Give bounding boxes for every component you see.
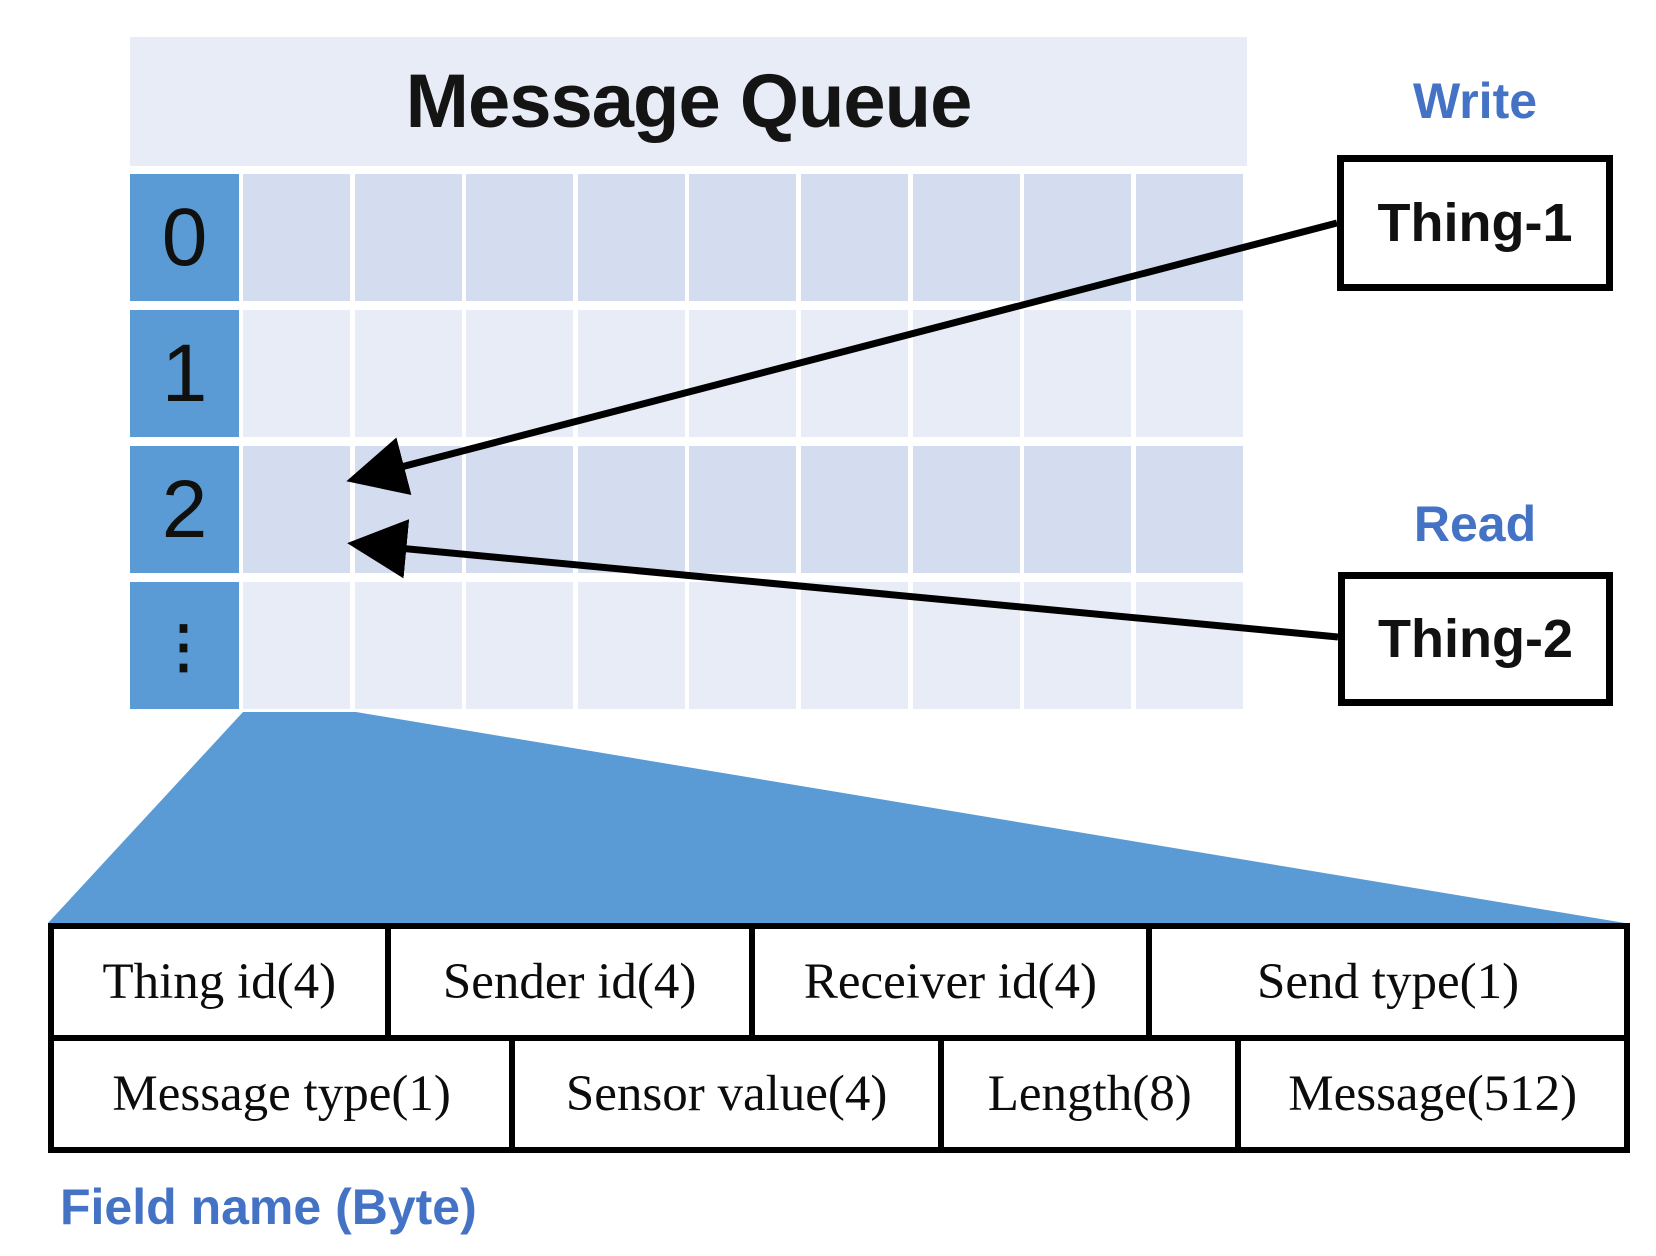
field-row-2: Message type(1)Sensor value(4)Length(8)M…: [54, 1041, 1625, 1147]
queue-cell: [243, 174, 350, 301]
thing2-box: Thing-2: [1338, 572, 1613, 706]
queue-cell: [1136, 310, 1243, 437]
write-label: Write: [1412, 73, 1538, 129]
queue-cell: [578, 310, 685, 437]
field-structure-table: Thing id(4)Sender id(4)Receiver id(4)Sen…: [48, 923, 1630, 1153]
field-caption: Field name (Byte): [60, 1179, 477, 1235]
queue-cell: [466, 582, 573, 709]
field-cell: Receiver id(4): [754, 929, 1147, 1035]
queue-cell: [466, 174, 573, 301]
queue-title-banner: Message Queue: [130, 37, 1247, 166]
field-cell: Send type(1): [1152, 929, 1624, 1035]
queue-cell: [689, 446, 796, 573]
queue-cell: [243, 310, 350, 437]
thing1-label: Thing-1: [1377, 193, 1573, 253]
queue-cell: [1136, 174, 1243, 301]
queue-row-index: 0: [130, 174, 239, 301]
queue-cell: [801, 446, 908, 573]
queue-cell: [355, 174, 462, 301]
queue-cell: [689, 174, 796, 301]
queue-cell: [355, 446, 462, 573]
queue-cell: [913, 582, 1020, 709]
queue-cell: [578, 174, 685, 301]
field-cell: Length(8): [944, 1041, 1236, 1147]
queue-cell: [1024, 582, 1131, 709]
queue-cell: [1024, 174, 1131, 301]
queue-cell: [1024, 446, 1131, 573]
read-label: Read: [1413, 496, 1537, 552]
queue-cell: [913, 446, 1020, 573]
field-cell: Message type(1): [54, 1041, 510, 1147]
queue-row-index: ⋮: [130, 582, 239, 709]
queue-cell: [801, 174, 908, 301]
queue-cell: [689, 310, 796, 437]
field-row-1: Thing id(4)Sender id(4)Receiver id(4)Sen…: [54, 929, 1624, 1035]
field-cell: Sensor value(4): [515, 1041, 939, 1147]
queue-cell: [1024, 310, 1131, 437]
zoom-wedge: [48, 712, 1625, 923]
queue-cell: [1136, 582, 1243, 709]
queue-cell: [355, 582, 462, 709]
queue-cell: [578, 582, 685, 709]
queue-cell: [578, 446, 685, 573]
queue-cell: [243, 446, 350, 573]
queue-cell: [466, 446, 573, 573]
thing1-box: Thing-1: [1337, 155, 1613, 291]
queue-cell: [913, 174, 1020, 301]
field-cell: Sender id(4): [390, 929, 749, 1035]
queue-row-index: 2: [130, 446, 239, 573]
queue-cell: [801, 582, 908, 709]
queue-cell: [466, 310, 573, 437]
queue-cell: [243, 582, 350, 709]
queue-title: Message Queue: [405, 59, 973, 144]
field-cell: Message(512): [1241, 1041, 1625, 1147]
thing2-label: Thing-2: [1378, 609, 1573, 669]
queue-cell: [801, 310, 908, 437]
queue-cell: [913, 310, 1020, 437]
queue-row-index: 1: [130, 310, 239, 437]
queue-cell: [355, 310, 462, 437]
queue-cell: [1136, 446, 1243, 573]
field-cell: Thing id(4): [54, 929, 385, 1035]
queue-cell: [689, 582, 796, 709]
